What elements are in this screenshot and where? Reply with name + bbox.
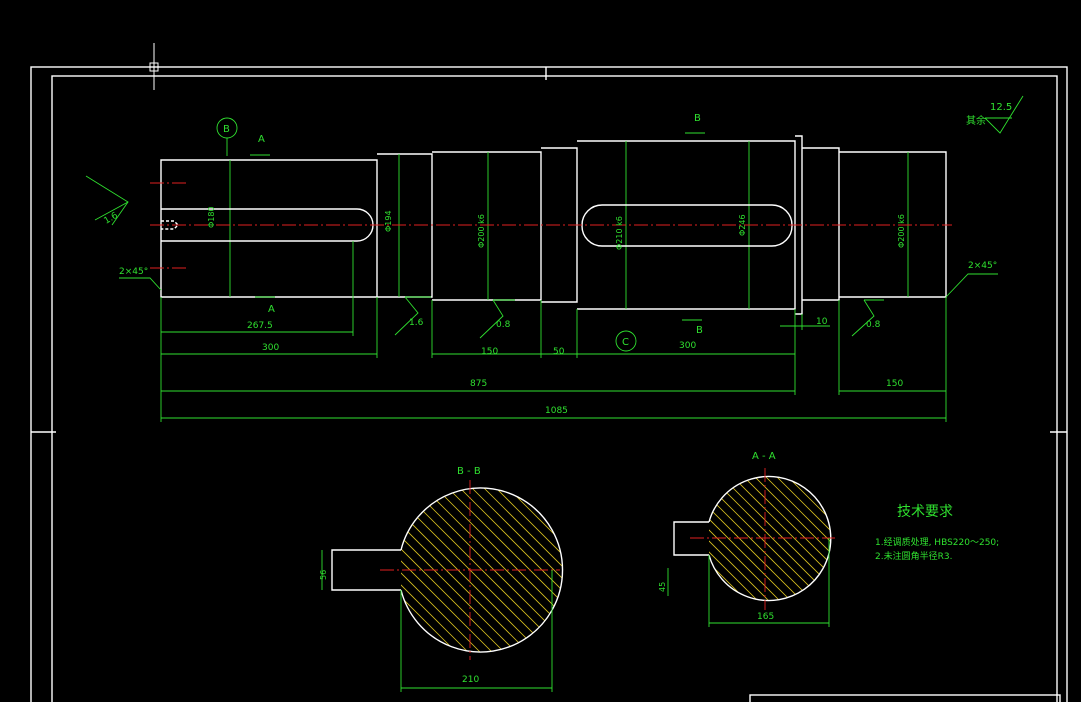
shaft-outline [160, 135, 947, 315]
drawing-frame [30, 66, 1068, 702]
aa-key: 45 [658, 582, 667, 592]
hatch-line [463, 488, 563, 652]
hatch-line [548, 468, 690, 610]
hatch-line [778, 476, 831, 601]
hatch-line [734, 476, 831, 601]
dim-300b: 300 [679, 341, 696, 351]
marker-b-bottom: B [696, 325, 703, 336]
aa-title: A - A [752, 451, 776, 462]
dim-300a: 300 [262, 343, 279, 353]
cursor-crosshair-icon [128, 43, 181, 90]
chamfer-callouts: 2×45° 2×45° [119, 261, 998, 298]
hatch-line [415, 488, 563, 652]
section-bb: 210 56 B - B [200, 466, 564, 692]
hatch-line [709, 476, 831, 601]
hatch-line [212, 480, 392, 660]
hatch-line [709, 476, 812, 601]
svg-text:1.6: 1.6 [103, 211, 121, 227]
hatch-line [487, 488, 563, 652]
chamfer-left: 2×45° [119, 267, 148, 277]
hatch-line [401, 488, 513, 652]
hatch-line [709, 476, 801, 601]
hatch-line [745, 476, 831, 601]
hatch-line [756, 476, 831, 601]
dia-label-5: Φ246 [738, 214, 747, 236]
dia-label-2: Φ194 [384, 210, 393, 232]
hatch-line [709, 476, 779, 601]
hatch-line [709, 476, 724, 601]
hatch-line [401, 488, 405, 652]
dim-267-5: 267.5 [247, 321, 273, 331]
svg-text:0.8: 0.8 [866, 320, 881, 330]
dia-label-4: Φ210 k6 [615, 216, 624, 250]
svg-text:1.6: 1.6 [409, 318, 424, 328]
roughness-symbols: 12.5 其余 1.6 0.8 0.8 1.6 [85, 95, 1024, 339]
hatch-line [499, 488, 563, 652]
section-markers: B A A B B C [216, 113, 705, 352]
hatch-line [547, 488, 563, 652]
dia-label-1: Φ180 [207, 206, 216, 228]
dim-150a: 150 [481, 347, 498, 357]
diameter-labels: Φ180 Φ194 Φ200 k6 Φ210 k6 Φ246 Φ200 k6 [207, 206, 906, 250]
marker-c: C [622, 337, 629, 348]
bb-title: B - B [457, 466, 481, 477]
dia-label-3: Φ200 k6 [477, 214, 486, 248]
tech-req-line-2: 2.未注圆角半径R3. [875, 550, 952, 562]
svg-text:12.5: 12.5 [990, 102, 1012, 113]
dim-10: 10 [816, 317, 828, 327]
hatch-line [712, 476, 831, 601]
hatch-line [709, 476, 713, 601]
chamfer-right: 2×45° [968, 261, 997, 271]
hatch-line [723, 476, 831, 601]
section-aa: 165 45 A - A [548, 451, 835, 627]
hatch-line [559, 468, 701, 610]
tech-req-title: 技术要求 [897, 504, 953, 520]
dim-1085: 1085 [545, 406, 568, 416]
hatch-line [401, 488, 489, 652]
marker-a-bottom: A [268, 304, 275, 315]
dim-150b: 150 [886, 379, 903, 389]
dia-label-6: Φ200 k6 [897, 214, 906, 248]
hatch-line [200, 480, 380, 660]
dim-875: 875 [470, 379, 487, 389]
hatch-line [709, 476, 831, 601]
svg-text:0.8: 0.8 [496, 320, 511, 330]
hatch-line [709, 476, 757, 601]
hatch-line [709, 476, 823, 601]
bb-key: 56 [319, 570, 328, 580]
horizontal-dimensions: 267.5 300 150 50 300 10 875 150 1085 [160, 241, 947, 422]
bb-width: 210 [462, 675, 479, 685]
marker-b: B [223, 124, 230, 135]
marker-a-top: A [258, 134, 265, 145]
hatch-line [709, 476, 768, 601]
rest-roughness-label: 其余 [966, 114, 986, 127]
dim-50: 50 [553, 347, 565, 357]
tech-req-line-1: 1.经调质处理, HBS220～250; [875, 536, 999, 548]
technical-requirements: 技术要求 1.经调质处理, HBS220～250; 2.未注圆角半径R3. [875, 504, 999, 562]
hatch-line [401, 488, 477, 652]
hatch-line [401, 488, 465, 652]
aa-width: 165 [757, 612, 774, 622]
hatch-line [767, 476, 831, 601]
hatch-line [475, 488, 563, 652]
marker-b-top: B [694, 113, 701, 124]
